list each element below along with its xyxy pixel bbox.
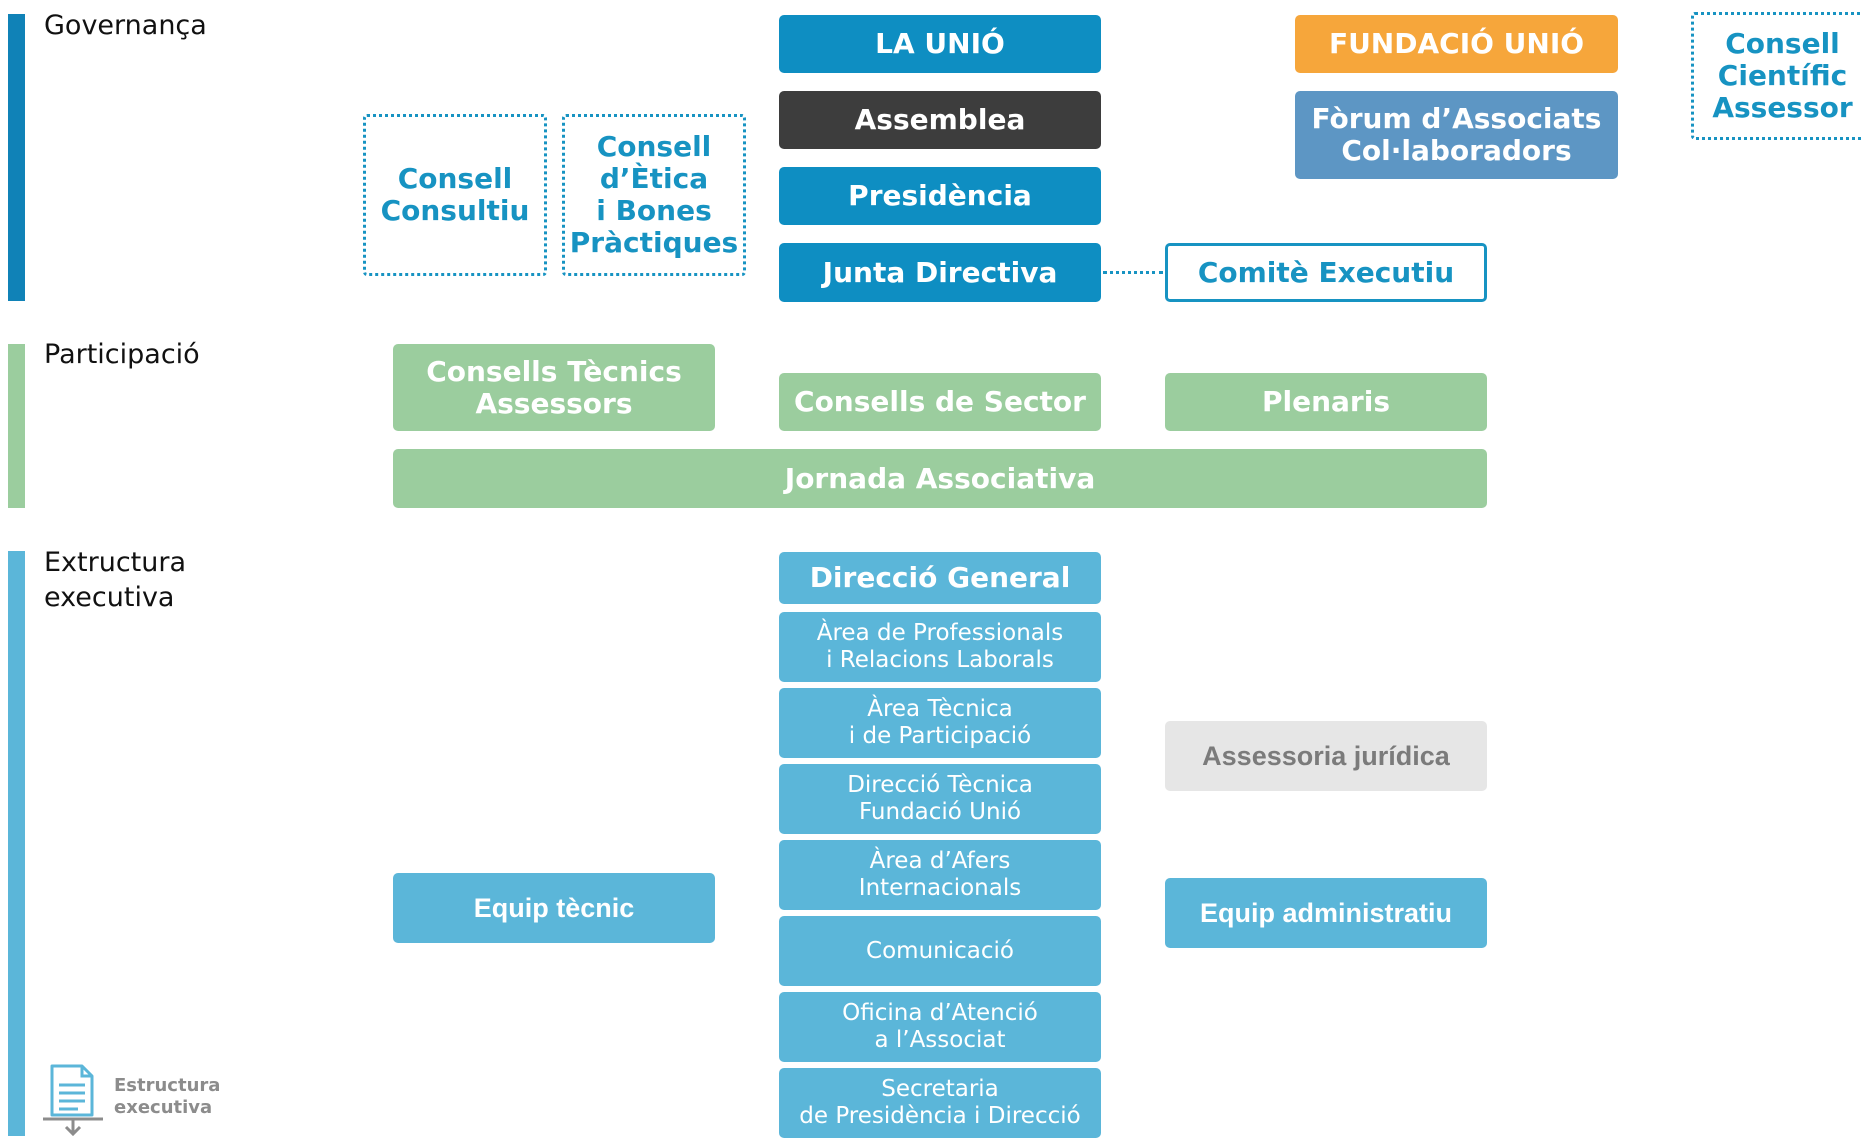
estructura-executiva-download[interactable] xyxy=(40,1063,220,1136)
equip-administratiu-box: Equip administratiu xyxy=(1165,878,1487,948)
oficina-atencio-box: Oficina d’Atenció a l’Associat xyxy=(779,992,1101,1062)
jornada-associativa-box: Jornada Associativa xyxy=(393,449,1487,508)
extructura-bar xyxy=(8,551,25,1136)
direccio-tecnica-fundacio-box: Direcció Tècnica Fundació Unió xyxy=(779,764,1101,834)
consell-etica-box: Consell d’Ètica i Bones Pràctiques xyxy=(562,114,746,276)
forum-associats-box: Fòrum d’Associats Col·laboradors xyxy=(1295,91,1618,179)
la-unio-box: LA UNIÓ xyxy=(779,15,1101,73)
participacio-bar xyxy=(8,344,25,508)
assessoria-juridica-box: Assessoria jurídica xyxy=(1165,721,1487,791)
section-label-participacio: Participació xyxy=(44,339,200,370)
area-afers-internacionals-box: Àrea d’Afers Internacionals xyxy=(779,840,1101,910)
junta-directiva-box: Junta Directiva xyxy=(779,243,1101,302)
section-label-governanca: Governança xyxy=(44,10,207,41)
section-label-extructura: Extructura executiva xyxy=(44,547,187,613)
assemblea-box: Assemblea xyxy=(779,91,1101,149)
comunicacio-box: Comunicació xyxy=(779,916,1101,986)
direccio-general-box: Direcció General xyxy=(779,552,1101,604)
plenaris-box: Plenaris xyxy=(1165,373,1487,431)
consell-consultiu-box: Consell Consultiu xyxy=(363,114,547,276)
area-professionals-box: Àrea de Professionals i Relacions Labora… xyxy=(779,612,1101,682)
junta-comite-connector xyxy=(1103,271,1163,274)
secretaria-presidencia-box: Secretaria de Presidència i Direcció xyxy=(779,1068,1101,1138)
governanca-bar xyxy=(8,14,25,301)
document-download-icon xyxy=(43,1064,103,1136)
consells-sector-box: Consells de Sector xyxy=(779,373,1101,431)
presidencia-box: Presidència xyxy=(779,167,1101,225)
comite-executiu-box: Comitè Executiu xyxy=(1165,243,1487,302)
consell-cientific-box: Consell Científic Assessor xyxy=(1691,12,1863,140)
equip-tecnic-box: Equip tècnic xyxy=(393,873,715,943)
consells-tecnics-box: Consells Tècnics Assessors xyxy=(393,344,715,431)
fundacio-unio-box: FUNDACIÓ UNIÓ xyxy=(1295,15,1618,73)
area-tecnica-box: Àrea Tècnica i de Participació xyxy=(779,688,1101,758)
estructura-executiva-label[interactable]: Estructura executiva xyxy=(114,1075,221,1118)
